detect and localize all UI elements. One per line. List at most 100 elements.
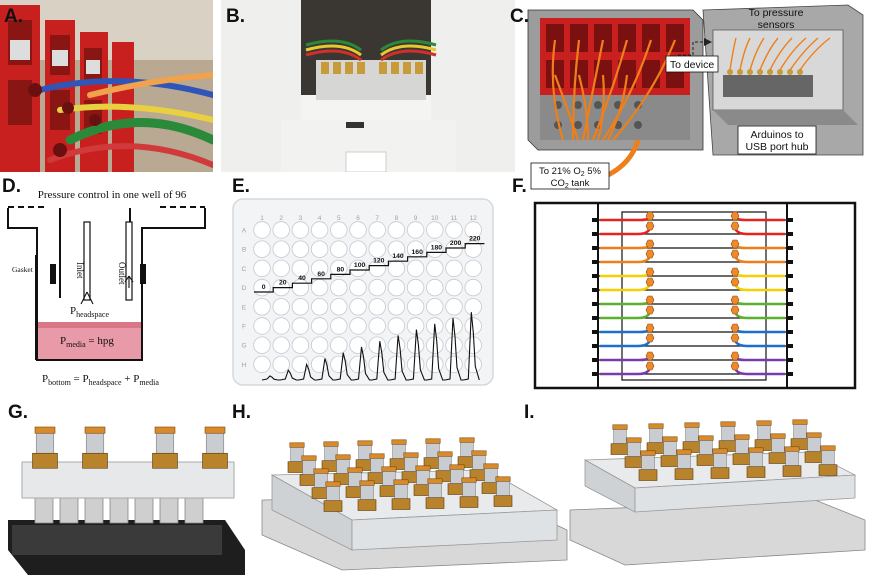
plate-well [464, 278, 482, 297]
plate-row-label: B [242, 247, 246, 254]
brass-fitting [818, 445, 838, 476]
f-fitting [730, 267, 740, 277]
plate-well [406, 298, 425, 316]
f-fitting [730, 323, 740, 333]
panel-b-photo [221, 0, 515, 172]
plate-column-label: 8 [395, 215, 399, 222]
f-fitting [730, 221, 740, 231]
inlet-label: Inlet [75, 262, 85, 279]
brass-fitting [674, 449, 694, 480]
plate-well [464, 221, 482, 239]
f-fitting [730, 211, 740, 221]
f-port [787, 316, 793, 320]
plate-well [349, 336, 367, 354]
to-tank-label-line1: To 21% O2 5% [539, 166, 602, 178]
plate-well [272, 240, 290, 258]
brass-fitting [423, 438, 443, 469]
plate-column-label: 11 [451, 215, 458, 222]
brass-fitting [32, 426, 58, 469]
f-port [787, 344, 793, 348]
brass-fitting [357, 480, 377, 511]
panel-label-i: I. [524, 402, 535, 423]
plate-well [330, 278, 348, 297]
plate-well [387, 221, 406, 239]
f-port [592, 330, 598, 334]
panel-label-h: H. [232, 402, 251, 423]
plate-well [330, 317, 348, 335]
brass-fitting [710, 448, 730, 479]
plate-well [426, 259, 444, 278]
plate-well [253, 240, 271, 258]
brass-fitting [660, 436, 680, 467]
plate-well [253, 336, 271, 354]
brass-fitting [782, 446, 802, 477]
plate-well [445, 336, 463, 354]
plate-well [310, 317, 329, 335]
brass-fitting [682, 422, 702, 453]
plate-column-label: 2 [279, 215, 283, 222]
plate-well [272, 259, 290, 278]
f-port [592, 260, 598, 264]
plate-well [387, 240, 406, 258]
brass-fitting [696, 435, 716, 466]
f-fitting [730, 277, 740, 287]
panel-a-photo [0, 0, 213, 172]
plate-well [464, 240, 482, 258]
plate-well [406, 317, 425, 335]
plate-row-label: F [242, 324, 246, 331]
step-label: 180 [431, 244, 443, 251]
brass-fitting [202, 426, 228, 469]
f-fitting [645, 267, 655, 277]
brass-fitting [333, 454, 353, 485]
plate-well [330, 259, 348, 278]
f-port [787, 330, 793, 334]
brass-fitting [457, 437, 477, 468]
f-fitting [730, 351, 740, 361]
step-label: 60 [317, 271, 325, 278]
panel-d-diagram: Pressure control in one well of 96 Gaske… [0, 180, 228, 395]
panel-f-diagram [530, 198, 860, 394]
plate-well [253, 355, 271, 374]
plate-row-label: D [242, 285, 247, 292]
plate-row-label: A [242, 228, 247, 235]
brass-fitting [345, 467, 365, 498]
brass-fitting [321, 441, 341, 472]
panel-i-render [565, 400, 871, 581]
f-port [592, 316, 598, 320]
panel-label-g: G. [8, 402, 29, 423]
step-label: 220 [469, 236, 481, 243]
plate-column-label: 5 [337, 215, 341, 222]
brass-fitting [746, 447, 766, 478]
plate-well [310, 259, 329, 278]
plate-well [291, 336, 310, 354]
brass-fitting [152, 426, 178, 469]
brass-fitting [790, 419, 810, 450]
plate-column-label: 4 [318, 215, 322, 222]
brass-fitting [401, 452, 421, 483]
pressure-equation: Pbottom = Pheadspace + Pmedia [42, 373, 159, 387]
brass-fitting [718, 421, 738, 452]
brass-fitting [754, 420, 774, 451]
plate-well [291, 298, 310, 316]
plate-well [368, 221, 386, 239]
brass-fitting [311, 468, 331, 499]
plate-well [310, 240, 329, 258]
plate-well [272, 221, 290, 239]
plate-well [368, 317, 386, 335]
plate-well [291, 240, 310, 258]
panel-label-c: C. [510, 6, 529, 27]
f-fitting [645, 295, 655, 305]
brass-fitting [287, 442, 307, 473]
plate-well [368, 240, 386, 258]
f-fitting [730, 239, 740, 249]
step-label: 160 [412, 249, 424, 256]
to-tank-label-line2: CO2 tank [551, 178, 590, 190]
f-port [787, 260, 793, 264]
plate-column-label: 9 [414, 215, 418, 222]
f-fitting [730, 361, 740, 371]
plate-well [349, 240, 367, 258]
plate-well [445, 278, 463, 297]
